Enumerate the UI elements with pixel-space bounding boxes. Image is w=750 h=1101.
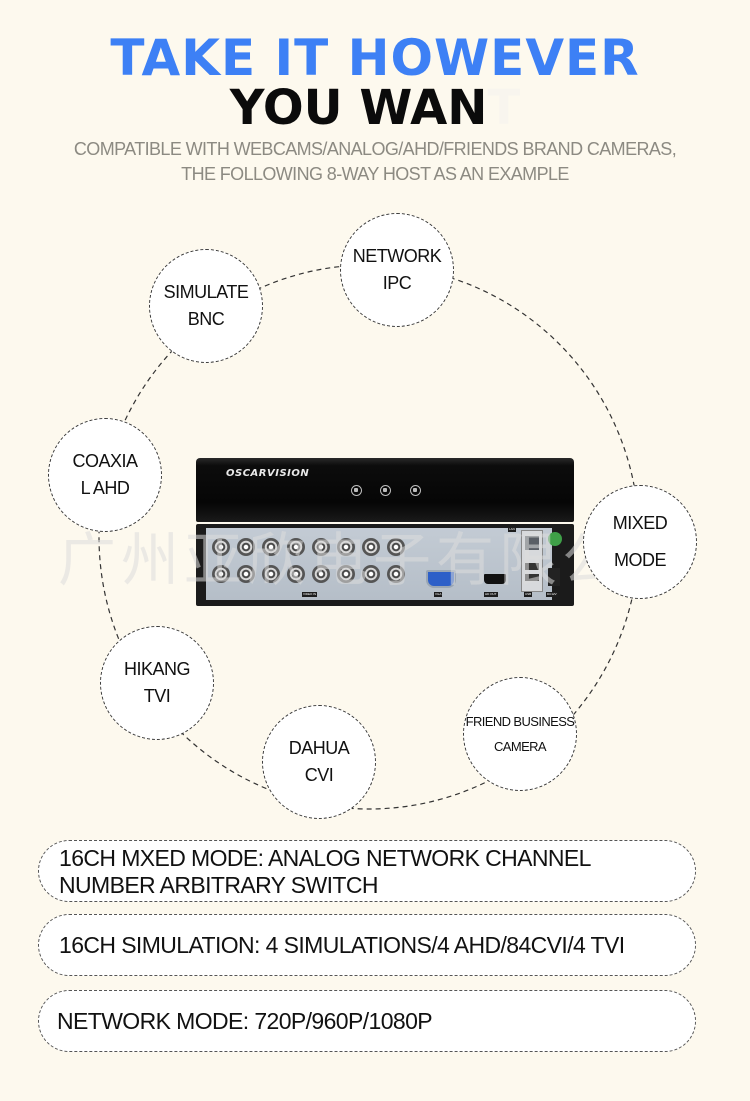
node-dahua-cvi: DAHUA CVI xyxy=(262,705,376,819)
node-friend-business-camera: FRIEND BUSINESS CAMERA xyxy=(463,677,577,791)
dvr-record-button-icon xyxy=(351,485,362,496)
dvr-io-plate: VIDEO IN VGA HD OUT LAN USB DC12V xyxy=(206,527,562,600)
node-label: L AHD xyxy=(80,478,130,498)
bnc-connector-icon xyxy=(362,538,380,556)
label-video-in: VIDEO IN xyxy=(302,592,318,597)
node-label: COAXIA xyxy=(72,451,138,471)
dvr-front-panel: OSCARVISION xyxy=(196,458,574,522)
label-dc12v: DC12V xyxy=(546,592,558,597)
subtitle-line-2: THE FOLLOWING 8-WAY HOST AS AN EXAMPLE xyxy=(181,164,569,184)
subtitle-line-1: COMPATIBLE WITH WEBCAMS/ANALOG/AHD/FRIEN… xyxy=(73,139,677,159)
node-label: CAMERA xyxy=(493,739,547,754)
feature-pill-mixed-mode: 16CH MXED MODE: ANALOG NETWORK CHANNEL N… xyxy=(38,840,696,902)
feature-text-line-1: 16CH MXED MODE: ANALOG NETWORK CHANNEL xyxy=(59,845,591,871)
label-vga: VGA xyxy=(434,592,443,597)
node-label: HIKANG xyxy=(123,659,191,679)
feature-pill-simulation: 16CH SIMULATION: 4 SIMULATIONS/4 AHD/84C… xyxy=(38,914,696,976)
node-label: DAHUA xyxy=(288,738,350,758)
bnc-connector-icon xyxy=(337,538,355,556)
node-label: MODE xyxy=(613,550,666,570)
node-mixed-mode: MIXED MODE xyxy=(583,485,697,599)
node-label: FRIEND BUSINESS xyxy=(465,714,575,729)
node-simulate-bnc: SIMULATE BNC xyxy=(149,249,263,363)
bnc-connector-icon xyxy=(237,565,255,583)
label-lan: LAN xyxy=(508,527,516,532)
audio-port-icon xyxy=(548,532,562,546)
node-label: SIMULATE xyxy=(163,282,249,302)
headline-primary: TAKE IT HOWEVER xyxy=(110,29,640,87)
label-usb: USB xyxy=(524,592,533,597)
bnc-connector-icon xyxy=(387,538,405,556)
feature-pill-network-mode: NETWORK MODE: 720P/960P/1080P xyxy=(38,990,696,1052)
lan-usb-port-icon xyxy=(521,530,543,592)
dvr-power-button-icon xyxy=(410,485,421,496)
node-label: NETWORK xyxy=(352,246,442,266)
node-label: TVI xyxy=(143,686,171,706)
bnc-connector-icon xyxy=(212,565,230,583)
bnc-connector-icon xyxy=(312,538,330,556)
label-hd-out: HD OUT xyxy=(484,592,498,597)
node-label: MIXED xyxy=(612,513,668,533)
feature-text-line-1: NETWORK MODE: 720P/960P/1080P xyxy=(57,1008,433,1034)
node-coaxial-ahd: COAXIA L AHD xyxy=(48,418,162,532)
dvr-device-image: OSCARVISION VIDEO IN VGA HD OUT LAN USB … xyxy=(196,458,574,606)
node-label: BNC xyxy=(187,309,225,329)
bnc-connector-icon xyxy=(312,565,330,583)
bnc-connector-icon xyxy=(337,565,355,583)
vga-port-icon xyxy=(426,570,456,588)
dc-power-port-icon xyxy=(548,568,560,586)
bnc-connector-icon xyxy=(287,565,305,583)
feature-text-line-1: 16CH SIMULATION: 4 SIMULATIONS/4 AHD/84C… xyxy=(59,932,625,958)
dvr-rear-panel: VIDEO IN VGA HD OUT LAN USB DC12V xyxy=(196,524,574,606)
dvr-hdd-button-icon xyxy=(380,485,391,496)
bnc-connector-icon xyxy=(262,538,280,556)
bnc-connector-icon xyxy=(287,538,305,556)
bnc-connector-icon xyxy=(387,565,405,583)
headline-secondary-text: YOU WAN xyxy=(229,80,488,136)
node-label: IPC xyxy=(382,273,412,293)
hdmi-port-icon xyxy=(484,574,506,584)
node-hikang-tvi: HIKANG TVI xyxy=(100,626,214,740)
dvr-brand-logo: OSCARVISION xyxy=(226,468,310,479)
subtitle: COMPATIBLE WITH WEBCAMS/ANALOG/AHD/FRIEN… xyxy=(0,137,750,187)
feature-text-line-2: NUMBER ARBITRARY SWITCH xyxy=(59,872,379,898)
headline-secondary-faded-letter: T xyxy=(487,80,521,136)
bnc-connector-icon xyxy=(212,538,230,556)
bnc-connector-icon xyxy=(237,538,255,556)
bnc-connector-icon xyxy=(362,565,380,583)
bnc-connector-icon xyxy=(262,565,280,583)
node-label: CVI xyxy=(304,765,334,785)
headline-secondary: YOU WANT xyxy=(0,80,750,136)
node-network-ipc: NETWORK IPC xyxy=(340,213,454,327)
